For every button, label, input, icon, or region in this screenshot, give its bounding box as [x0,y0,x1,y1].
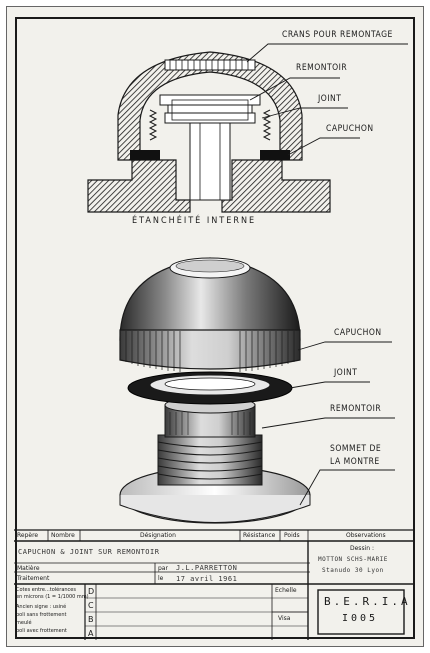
header-resistance: Résistance [243,532,276,539]
remontoir-label-bottom: REMONTOIR [330,404,382,414]
traitement-label: Traitement [17,575,50,582]
exploded-view [119,257,395,524]
dessin-label: Dessin : [350,545,374,552]
drawing-title: CAPUCHON & JOINT SUR REMONTOIR [18,548,160,556]
matiere-label: Matière [17,565,40,572]
le-label: le [158,575,164,582]
header-poids: Poids [284,532,300,539]
revision-d: D [88,587,95,596]
joint-label-bottom: JOINT [334,368,358,378]
dessin-line1: MOTTON SCHS-MARIE [318,556,388,563]
header-designation: Désignation [140,532,176,539]
header-repere: Repère [17,532,39,539]
drawing-frame [15,17,415,639]
company-name: B.E.R.I.A. [324,595,421,608]
header-observations: Observations [346,532,386,539]
tolerance-line1: Cotes entre...tolérances [16,587,76,593]
joint-label-top: JOINT [318,94,342,104]
header-nombre: Nombre [51,532,75,539]
title-block-grid [14,529,414,640]
cross-section-view [87,43,408,213]
dessin-line2: Stanudo 30 Lyon [322,567,384,574]
capuchon-label-bottom: CAPUCHON [334,328,382,338]
sommet-label-line1: SOMMET DE [330,444,382,454]
finish-line4: poli avec frottement [16,628,67,634]
visa-label: Visa [278,615,291,622]
revision-a: A [88,629,94,638]
remontoir-label-top: REMONTOIR [296,63,348,73]
crans-label: CRANS POUR REMONTAGE [282,30,393,40]
revision-c: C [88,601,94,610]
section-caption: ÉTANCHÉITÉ INTERNE [132,216,257,226]
le-value: 17 avril 1961 [176,575,238,583]
finish-line2: poli sans frottement [16,612,67,618]
finish-line3: meulé [16,620,32,626]
finish-line1: Ancien signe : usiné [16,604,67,610]
sommet-label-line2: LA MONTRE [330,457,380,467]
echelle-label: Echelle [275,587,297,594]
par-label: par [158,565,168,572]
par-value: J.L.PARRETTON [176,564,238,572]
tolerance-line2: en microns (1 = 1/1000 mm) [16,594,89,600]
drawing-number: I005 [342,613,379,624]
revision-b: B [88,615,94,624]
capuchon-label-top: CAPUCHON [326,124,374,134]
